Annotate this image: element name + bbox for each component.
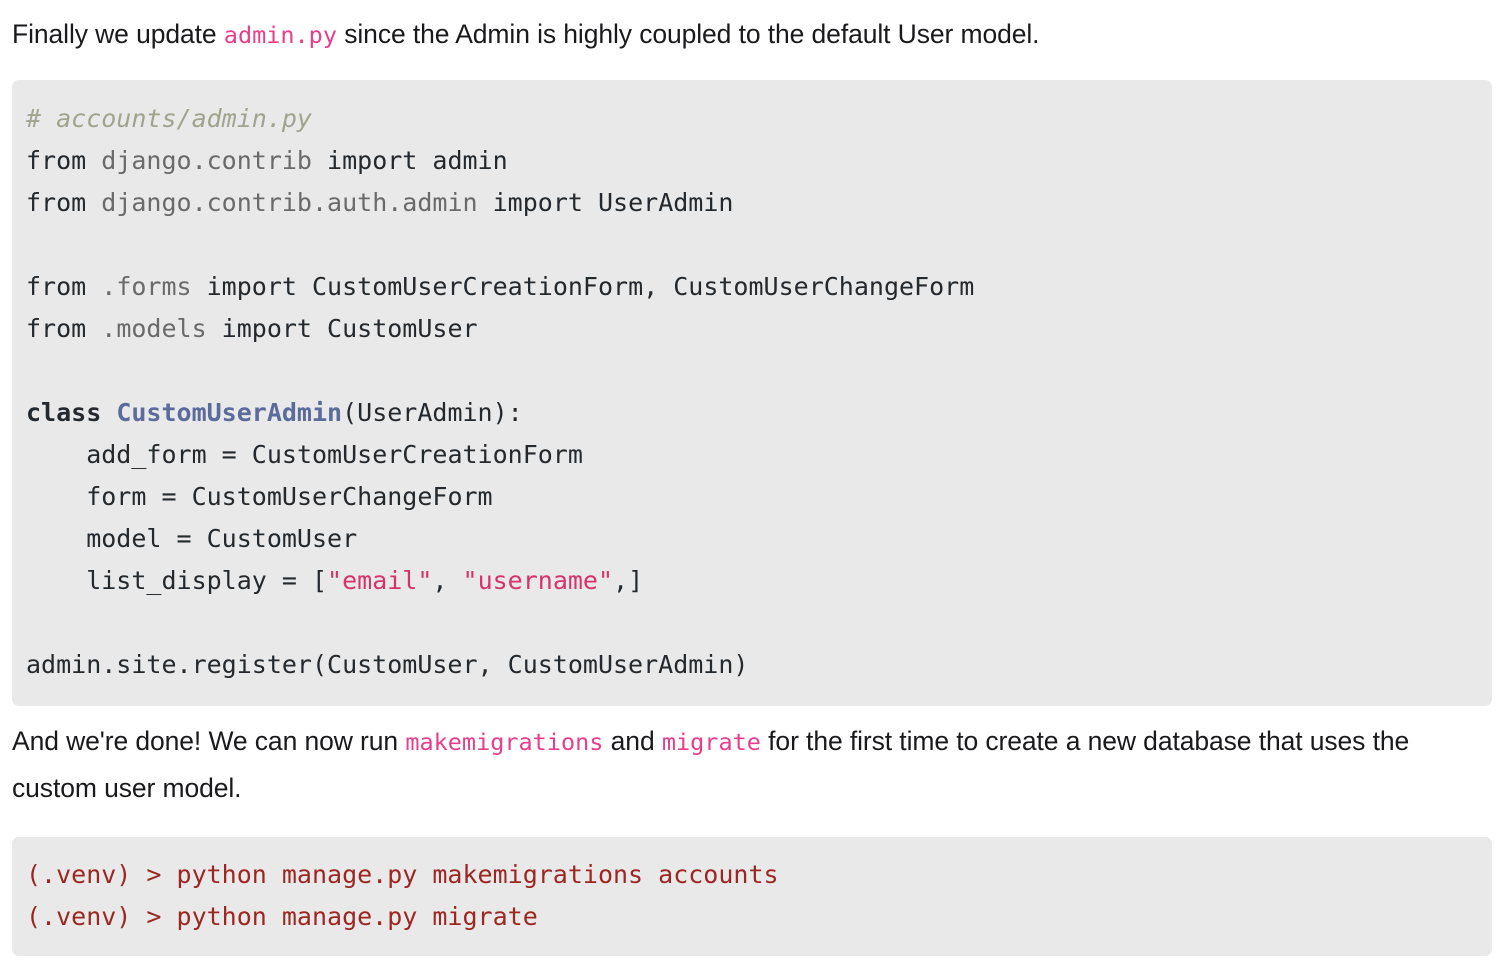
code-token-plain: add_form bbox=[26, 440, 222, 469]
code-token-op: = bbox=[221, 440, 237, 469]
code-token-plain: (UserAdmin): bbox=[342, 398, 523, 427]
code-token-plain: admin.site.register(CustomUser, CustomUs… bbox=[26, 650, 749, 679]
code-token-plain: UserAdmin bbox=[597, 188, 734, 217]
code-block-admin-py-content: # accounts/admin.py from django.contrib … bbox=[26, 98, 1478, 686]
code-token-kw: from bbox=[26, 188, 102, 217]
code-token-plain: CustomUserCreationForm, CustomUserChange… bbox=[312, 272, 975, 301]
code-token-op: = bbox=[281, 566, 297, 595]
code-token-mod: .models bbox=[101, 314, 207, 343]
paragraph-intro: Finally we update admin.py since the Adm… bbox=[12, 0, 1492, 58]
code-token-plain: CustomUserChangeForm bbox=[176, 482, 493, 511]
code-token-plain: CustomUser bbox=[191, 524, 358, 553]
inline-code-migrate: migrate bbox=[661, 728, 761, 756]
code-token-op: = bbox=[161, 482, 177, 511]
code-token-plain: form bbox=[26, 482, 162, 511]
code-token-kw: import bbox=[206, 314, 328, 343]
code-token-name: CustomUserAdmin bbox=[116, 398, 343, 427]
code-token-plain: model bbox=[26, 524, 177, 553]
code-token-kw: from bbox=[26, 272, 102, 301]
paragraph-outro-text-3: for the first time to create a new datab… bbox=[12, 726, 1410, 803]
code-token-mod: .forms bbox=[101, 272, 192, 301]
code-block-admin-py[interactable]: # accounts/admin.py from django.contrib … bbox=[12, 80, 1492, 706]
code-token-plain: CustomUserCreationForm bbox=[236, 440, 583, 469]
paragraph-outro-text-2: and bbox=[603, 726, 662, 756]
code-token-mod: django.contrib bbox=[101, 146, 312, 175]
code-token-plain: CustomUser bbox=[327, 314, 478, 343]
paragraph-outro-text-1: And we're done! We can now run bbox=[12, 726, 406, 756]
code-token-op: = bbox=[176, 524, 192, 553]
code-token-plain: , bbox=[432, 566, 463, 595]
code-block-terminal[interactable]: (.venv) > python manage.py makemigration… bbox=[12, 837, 1492, 956]
code-token-kw-b: class bbox=[26, 398, 117, 427]
inline-code-admin-py: admin.py bbox=[223, 21, 337, 49]
code-token-plain: list_display bbox=[26, 566, 282, 595]
code-token-kw: from bbox=[26, 314, 102, 343]
code-token-kw: import bbox=[191, 272, 312, 301]
inline-code-makemigrations: makemigrations bbox=[405, 728, 604, 756]
paragraph-intro-text-before: Finally we update bbox=[12, 19, 224, 49]
code-token-str: "email" bbox=[327, 566, 433, 595]
code-token-comment: # accounts/admin.py bbox=[26, 104, 312, 133]
code-token-mod: django.contrib.auth.admin bbox=[101, 188, 478, 217]
code-token-kw: import bbox=[477, 188, 598, 217]
paragraph-intro-text-after: since the Admin is highly coupled to the… bbox=[336, 19, 1040, 49]
code-token-kw: import bbox=[311, 146, 433, 175]
code-block-terminal-content: (.venv) > python manage.py makemigration… bbox=[26, 860, 779, 931]
code-token-str: "username" bbox=[462, 566, 614, 595]
code-token-plain: [ bbox=[296, 566, 328, 595]
code-token-kw: from bbox=[26, 146, 102, 175]
code-token-plain: ,] bbox=[613, 566, 644, 595]
paragraph-outro: And we're done! We can now run makemigra… bbox=[12, 706, 1492, 811]
code-token-plain: admin bbox=[432, 146, 508, 175]
